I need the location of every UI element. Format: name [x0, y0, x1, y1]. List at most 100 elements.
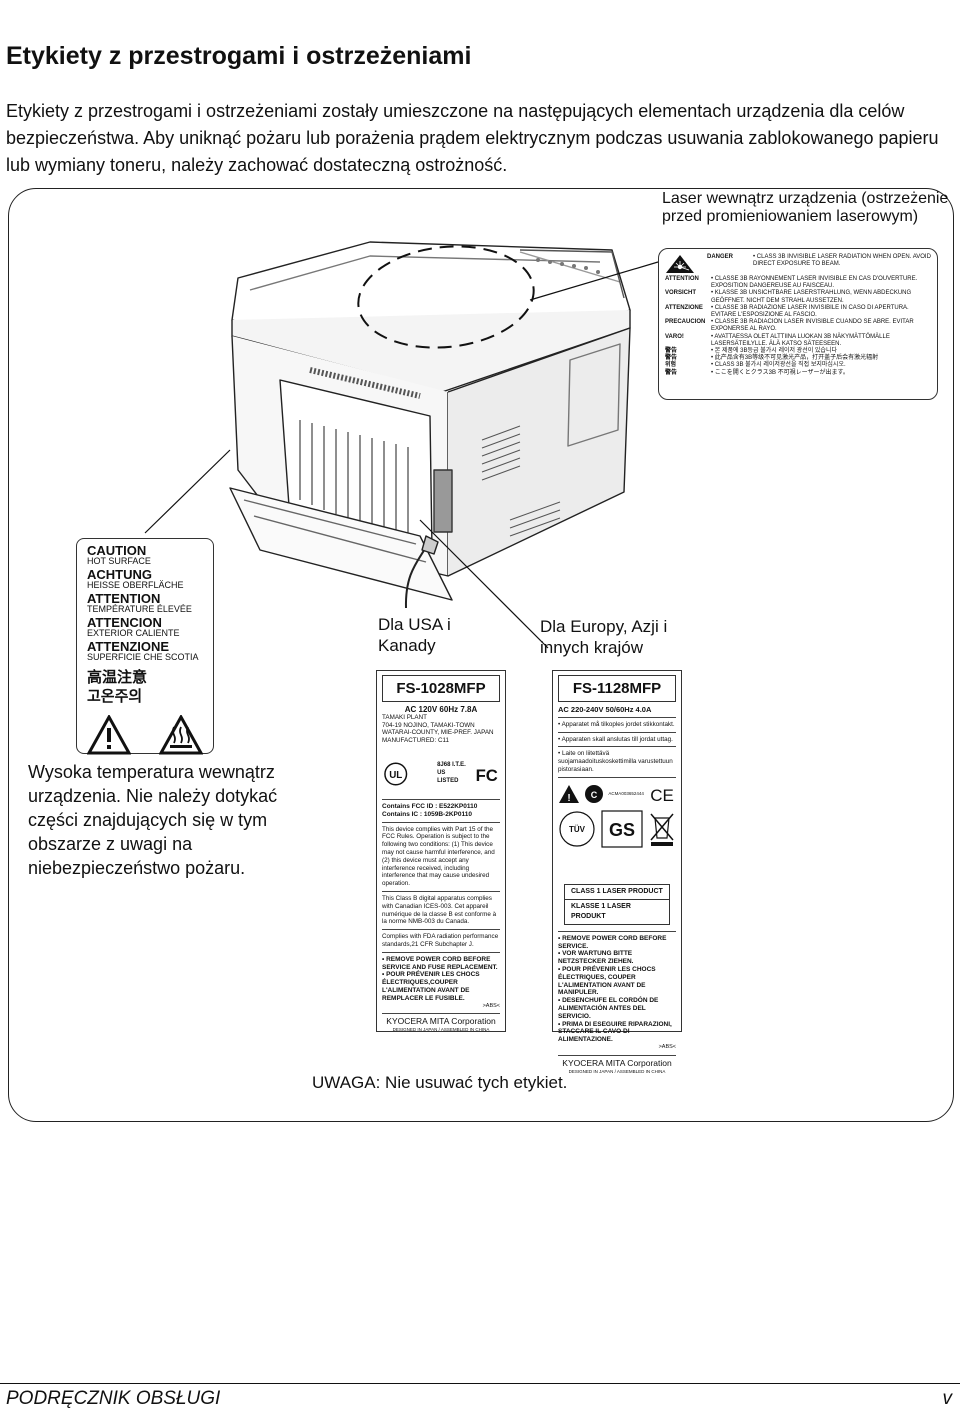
footer-rule [0, 1383, 960, 1384]
caution-sub: TEMPÉRATURE ÉLEVÉE [87, 604, 192, 614]
manufacturer: KYOCERA MITA Corporation [386, 1016, 496, 1027]
caution-word: CAUTION [87, 543, 147, 558]
footer-page-number: v [942, 1388, 953, 1409]
service-warning-it: • PRIMA DI ESEGUIRE RIPARAZIONI, STACCAR… [558, 1020, 672, 1044]
laser-row-key: 警告 [665, 369, 678, 376]
ic-id: Contains IC : 1059B-2KP0110 [382, 810, 472, 818]
laser-warning-label: DANGER • CLASS 3B INVISIBLE LASER RADIATI… [658, 248, 938, 400]
caution-word: ATTENTION [87, 591, 161, 606]
origin-note: DESIGNED IN JAPAN / ASSEMBLED IN CHINA [568, 1068, 666, 1074]
caution-korean: 고온주의 [87, 687, 143, 705]
gs-mark-icon: GS [601, 810, 643, 848]
laser-row-text: • ここを開くとクラス3B 不可視レーザーが出ます。 [711, 369, 849, 376]
service-warning-fr: • POUR PRÉVENIR LES CHOCS ÉLECTRIQUES, C… [558, 965, 656, 997]
illustration-frame [8, 188, 954, 1122]
electric-hazard-icon: ! [559, 784, 579, 804]
fcc-id: Contains FCC ID : E522KP0110 [382, 802, 478, 810]
intro-paragraph: Etykiety z przestrogami i ostrzeżeniami … [6, 101, 939, 175]
fuse-warning: • POUR PRÉVENIR LES CHOCS ÉLECTRIQUES,CO… [382, 971, 480, 1002]
manufacturer: KYOCERA MITA Corporation [562, 1057, 672, 1068]
laser-row-key: DANGER [707, 254, 734, 260]
caution-sub: EXTERIOR CALIENTE [87, 628, 180, 638]
laser-row-text: • 此产品含有3B等级不可见激光产品，打开盖子后会有激光辐射 [711, 355, 879, 362]
fcc-logo-icon: FC [475, 766, 497, 785]
grounding-note-se: • Apparaten skall anslutas till jordat u… [558, 735, 673, 743]
tuv-icon: TÜV [559, 811, 595, 847]
caution-word: ATTENZIONE [87, 639, 170, 654]
caution-sub: SUPERFICIE CHE SCOTIA [87, 652, 199, 662]
class1-en: CLASS 1 LASER PRODUCT [571, 887, 663, 895]
laser-row-text: • 본 제품에 3B등급 불가시 레이저 광선이 있습니다 [711, 348, 837, 355]
plant-address-2: WATARAI-COUNTY, MIE-PREF. JAPAN [382, 729, 494, 737]
fcc-statement: This device complies with Part 15 of the… [382, 825, 495, 888]
caution-word: ATTENCION [87, 615, 162, 630]
service-warning: • REMOVE POWER CORD BEFORE SERVICE AND F… [382, 955, 498, 971]
europe-caption: Dla Europy, Azji i innych krajów [540, 617, 668, 657]
laser-row-key: VARO! [665, 333, 684, 340]
ul-listed-icon: UL [384, 762, 408, 786]
weee-bin-icon [650, 813, 674, 846]
caution-sub: HOT SURFACE [87, 556, 151, 566]
laser-row-text: • CLASSE 3B RADIACION LASER INVISIBLE CU… [711, 319, 914, 333]
heat-caption: Wysoka temperatura wewnątrz urządzenia. … [28, 762, 278, 878]
manufactured-code: MANUFACTURED: C11 [382, 737, 450, 745]
svg-text:FC: FC [475, 766, 497, 785]
power-rating: AC 220-240V 50/60Hz 4.0A [558, 705, 652, 714]
laser-row-text: • CLASS 3B INVISIBLE LASER RADIATION WHE… [753, 254, 931, 268]
model-name: FS-1128MFP [558, 675, 676, 702]
page-title: Etykiety z przestrogami i ostrzeżeniami [6, 42, 472, 70]
class1-de: KLASSE 1 LASER PRODUKT [565, 898, 669, 924]
laser-row-key: ATTENTION [665, 276, 699, 282]
plant-address-1: 704-19 NOJINO, TAMAKI-TOWN [382, 721, 475, 729]
caution-word: ACHTUNG [87, 567, 152, 582]
abs-mark: >ABS< [482, 1002, 500, 1009]
hot-surface-icon [159, 715, 203, 755]
laser-row-key: VORSICHT [665, 290, 697, 297]
acma-code: ACMA003652444 [608, 790, 644, 796]
plant-name: TAMAKI PLANT [382, 713, 428, 721]
class1-laser-box: CLASS 1 LASER PRODUCT KLASSE 1 LASER PRO… [564, 883, 670, 925]
laser-row-key: 警告 [665, 348, 678, 355]
c-tick-icon: C [585, 784, 604, 803]
laser-caption: Laser wewnątrz urządzenia (ostrzeżenie p… [662, 190, 949, 225]
svg-text:!: ! [567, 793, 570, 804]
laser-row-key: 警告 [665, 355, 678, 362]
laser-row-text: • CLASS 3B 불가시 레이저광선을 직접 보지마십시오. [711, 362, 846, 369]
grounding-note-no: • Apparatet må tilkoples jordet stikkont… [558, 720, 675, 728]
usa-caption: Dla USA i Kanady [378, 615, 451, 655]
us-rating-label: FS-1028MFP AC 120V 60Hz 7.8A TAMAKI PLAN… [376, 670, 506, 1032]
svg-text:C: C [591, 790, 598, 800]
abs-mark: >ABS< [658, 1043, 676, 1050]
svg-text:GS: GS [609, 820, 635, 840]
laser-row-text: • AVATTAESSA OLET ALTTIINA LUOKAN 3B NÄK… [711, 333, 890, 347]
svg-text:TÜV: TÜV [569, 825, 586, 834]
ce-mark-icon: CE [650, 786, 674, 804]
printer-illustration [229, 241, 631, 609]
grounding-note-fi: • Laite on liitettävä suojamaadoituskosk… [558, 750, 673, 773]
service-warning-es: • DESENCHUFE EL CORDÓN DE ALIMENTACIÓN A… [558, 997, 659, 1020]
laser-row-key: PRECAUCION [665, 319, 706, 326]
svg-text:UL: UL [389, 770, 402, 781]
model-name: FS-1028MFP [382, 675, 500, 702]
ices-statement: This Class B digital apparatus complies … [382, 894, 497, 926]
warning-triangle-icon [87, 715, 131, 755]
origin-note: DESIGNED IN JAPAN / ASSEMBLED IN CHINA [392, 1027, 490, 1033]
service-warning-de: • VOR WARTUNG BITTE NETZSTECKER ZIEHEN. [558, 950, 634, 966]
laser-hazard-icon [666, 255, 694, 273]
footer-manual-title: PODRĘCZNIK OBSŁUGI [6, 1388, 221, 1409]
caution-sub: HEISSE OBERFLÄCHE [87, 580, 184, 590]
laser-row-key: ATTENZIONE [665, 304, 703, 311]
note-text: UWAGA: Nie usuwać tych etykiet. [312, 1073, 568, 1092]
caution-japanese: 高温注意 [87, 668, 148, 686]
laser-row-text: • CLASSE 3B RADIAZIONE LASER INVISIBILE … [711, 304, 909, 319]
laser-row-key: 위험 [665, 362, 677, 369]
laser-row-text: • CLASSE 3B RAYONNEMENT LASER INVISIBLE … [711, 276, 918, 290]
eu-rating-label: FS-1128MFP AC 220-240V 50/60Hz 4.0A • Ap… [552, 670, 682, 1074]
laser-row-text: • KLASSE 3B UNSICHTBARE LASERSTRAHLUNG, … [711, 290, 912, 304]
service-warning-en: • REMOVE POWER CORD BEFORE SERVICE. [558, 934, 667, 950]
svg-text:CE: CE [650, 786, 674, 804]
power-rating: AC 120V 60Hz 7.8A [404, 705, 478, 714]
hot-surface-label: CAUTION HOT SURFACE ACHTUNG HEISSE OBERF… [76, 538, 214, 755]
ite-listed: 8J68 I.T.E. US LISTED [437, 762, 466, 784]
